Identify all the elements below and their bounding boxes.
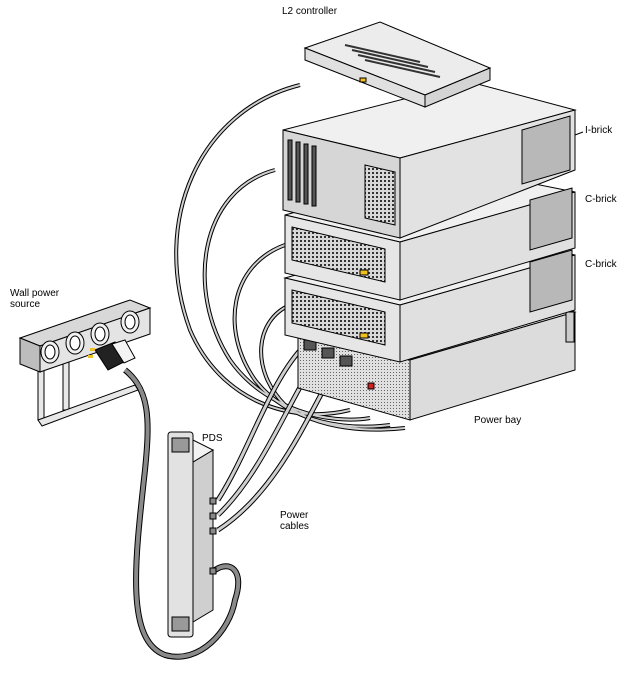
wall-power-source: [18, 299, 152, 427]
pds-unit: [167, 431, 217, 638]
label-power-bay: Power bay: [474, 415, 522, 426]
label-c-brick-lower: C-brick: [585, 259, 617, 270]
label-c-brick-upper: C-brick: [585, 194, 617, 205]
label-i-brick: I-brick: [585, 125, 613, 136]
label-l2-controller: L2 controller: [282, 6, 338, 17]
l2-controller: [303, 21, 492, 108]
label-wall-power-source: Wall power source: [10, 288, 60, 310]
label-power-cables: Power cables: [280, 510, 309, 532]
i-brick: [282, 81, 577, 239]
main-power-cable: [123, 367, 242, 660]
label-pds: PDS: [202, 433, 223, 444]
